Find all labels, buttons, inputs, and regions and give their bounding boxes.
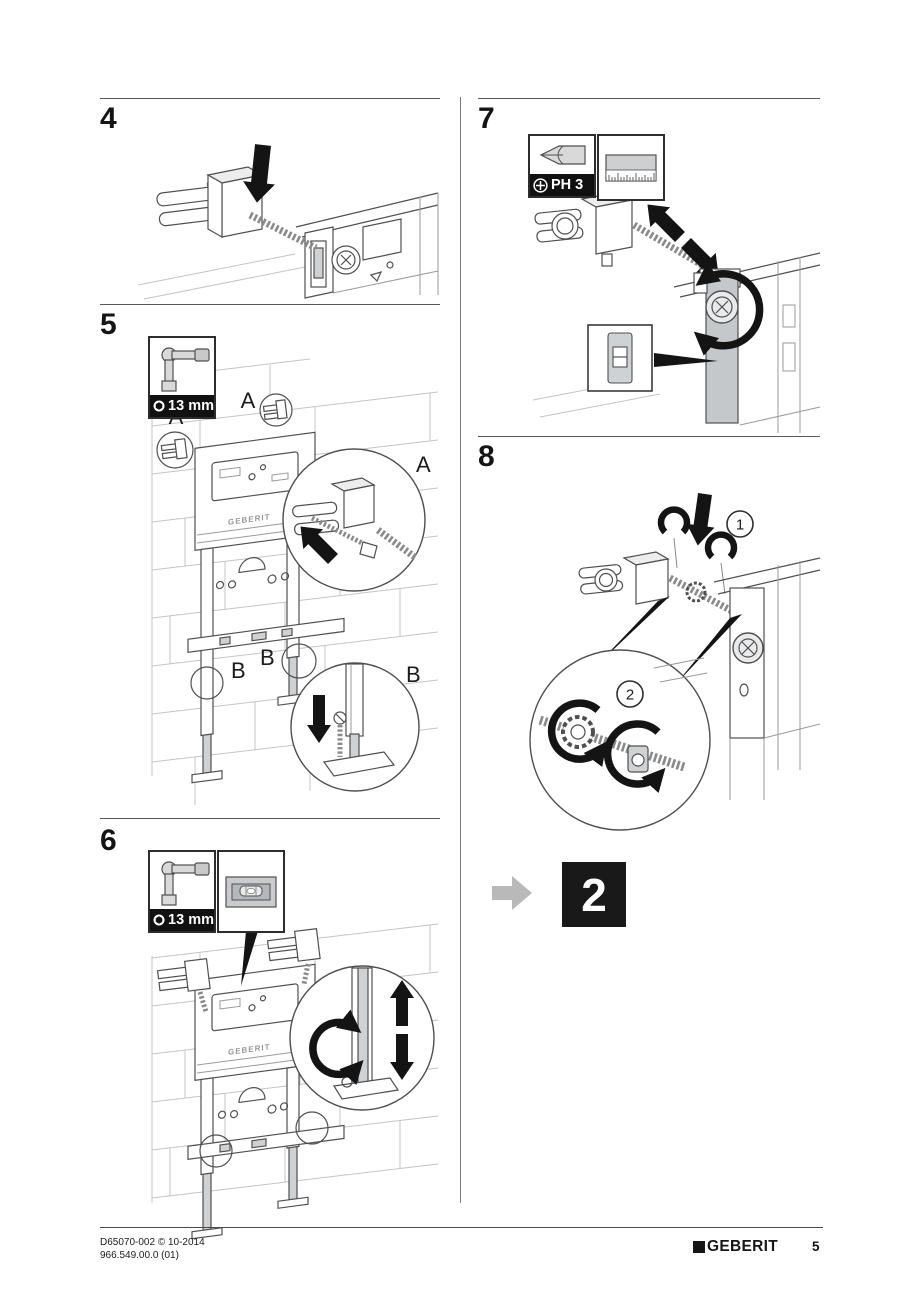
step8-illustration: 1 bbox=[529, 493, 821, 831]
arrow-down-icon bbox=[390, 1034, 414, 1080]
callout-b2: B bbox=[260, 645, 275, 670]
rotation-arrow-icon bbox=[603, 720, 666, 794]
phillips-symbol-icon bbox=[533, 177, 548, 193]
tool-socket-13mm: 13 mm bbox=[148, 336, 216, 419]
next-arrow-icon bbox=[492, 876, 532, 910]
callout-a3: A bbox=[416, 452, 431, 477]
step6-number: 6 bbox=[100, 824, 117, 857]
rotation-arrow-icon bbox=[693, 262, 764, 356]
hex-socket-icon bbox=[153, 914, 165, 926]
step6-illustration: GEBERIT bbox=[151, 923, 439, 1240]
step8-number: 8 bbox=[478, 440, 495, 473]
next-section-label: 2 bbox=[581, 868, 607, 921]
retaining-clip-icon bbox=[704, 531, 738, 560]
section8-rule bbox=[478, 436, 820, 437]
ruler-icon bbox=[597, 134, 665, 201]
section6-rule bbox=[100, 818, 440, 819]
next-section-badge: 2 bbox=[562, 862, 626, 927]
brand-logo-text: GEBERIT bbox=[707, 1238, 778, 1255]
tool-size-label: 13 mm bbox=[168, 912, 214, 928]
pointer-wedge bbox=[596, 596, 670, 666]
column-divider bbox=[460, 97, 462, 1203]
arrow-insert-icon bbox=[300, 526, 338, 564]
arrow-down-icon bbox=[243, 144, 275, 203]
star-nut-icon bbox=[561, 715, 595, 749]
socket-wrench-icon bbox=[150, 852, 214, 909]
phillips-bit-icon bbox=[530, 136, 594, 174]
pointer-wedge bbox=[676, 614, 742, 684]
step7-illustration bbox=[532, 191, 821, 433]
footer-rule bbox=[100, 1227, 823, 1228]
arrow-down-icon bbox=[686, 493, 715, 546]
tool-size-label: 13 mm bbox=[168, 398, 214, 414]
pointer-wedge bbox=[654, 353, 718, 367]
callout-a2: A bbox=[241, 388, 256, 413]
retaining-clip-icon bbox=[657, 506, 691, 535]
footer-article-code: 966.549.00.0 (01) bbox=[100, 1250, 179, 1262]
hex-socket-icon bbox=[153, 400, 165, 412]
marker-2: 2 bbox=[626, 687, 634, 704]
socket-wrench-icon bbox=[150, 338, 214, 395]
callout-b3: B bbox=[406, 662, 421, 687]
arrow-out-icon bbox=[647, 204, 685, 242]
pointer-wedge bbox=[241, 931, 258, 986]
step5-number: 5 bbox=[100, 308, 117, 341]
brand-logo-square bbox=[693, 1241, 705, 1253]
section5-rule bbox=[100, 304, 440, 305]
footer-doc-code: D65070-002 © 10-2014 bbox=[100, 1237, 205, 1248]
rotation-arrow-icon bbox=[309, 1009, 364, 1085]
step7-number: 7 bbox=[478, 102, 495, 135]
marker-1: 1 bbox=[736, 517, 744, 534]
page-number: 5 bbox=[812, 1239, 820, 1254]
tool-bit-label: PH 3 bbox=[551, 177, 584, 193]
arrow-down-icon bbox=[307, 695, 331, 743]
tool-socket-13mm-2: 13 mm bbox=[148, 850, 216, 933]
installation-frame: GEBERIT bbox=[187, 963, 345, 1240]
step5-illustration: GEBERIT A bbox=[151, 358, 439, 805]
footer-codes: D65070-002 © 10-2014 966.549.00.0 (01) bbox=[100, 1236, 205, 1262]
step4-illustration bbox=[137, 144, 439, 300]
arrow-up-icon bbox=[390, 980, 414, 1026]
tool-phillips-ph3: PH 3 bbox=[528, 134, 596, 198]
rotation-arrow-icon bbox=[547, 699, 607, 768]
section4-rule bbox=[100, 98, 440, 99]
step4-number: 4 bbox=[100, 102, 117, 135]
callout-b1: B bbox=[231, 658, 246, 683]
spirit-level-icon bbox=[217, 850, 285, 933]
section7-rule bbox=[478, 98, 820, 99]
brand-logo: GEBERIT bbox=[693, 1238, 778, 1256]
